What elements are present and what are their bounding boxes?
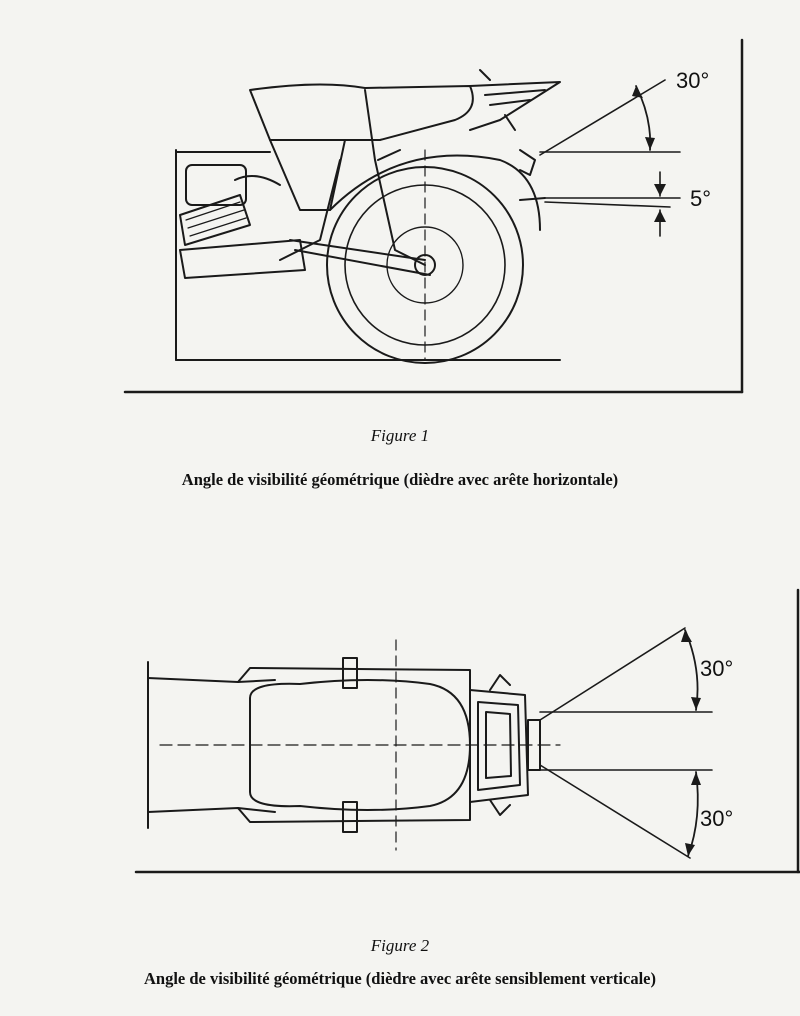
figure-1-angle-lower-label: 5°	[690, 186, 711, 211]
figure-2-angle-upper-label: 30°	[700, 656, 733, 681]
exhaust	[179, 239, 306, 279]
figure-1-caption: Angle de visibilité géométrique (dièdre …	[181, 470, 619, 489]
figure-1-title: Figure 1	[370, 426, 430, 445]
footrest-top	[342, 657, 358, 689]
footrest-bottom	[342, 801, 358, 833]
figure-2-drawing: 30° 30°	[0, 580, 800, 880]
figure-2-title: Figure 2	[370, 936, 430, 955]
figure-2-angle-lower-label: 30°	[700, 806, 733, 831]
figure-1-angle-upper-label: 30°	[676, 68, 709, 93]
seat	[249, 83, 474, 141]
engine-block	[185, 164, 247, 206]
figure-2-caption: Angle de visibilité géométrique (dièdre …	[144, 969, 656, 988]
figure-1-drawing: 30° 5°	[0, 0, 800, 420]
